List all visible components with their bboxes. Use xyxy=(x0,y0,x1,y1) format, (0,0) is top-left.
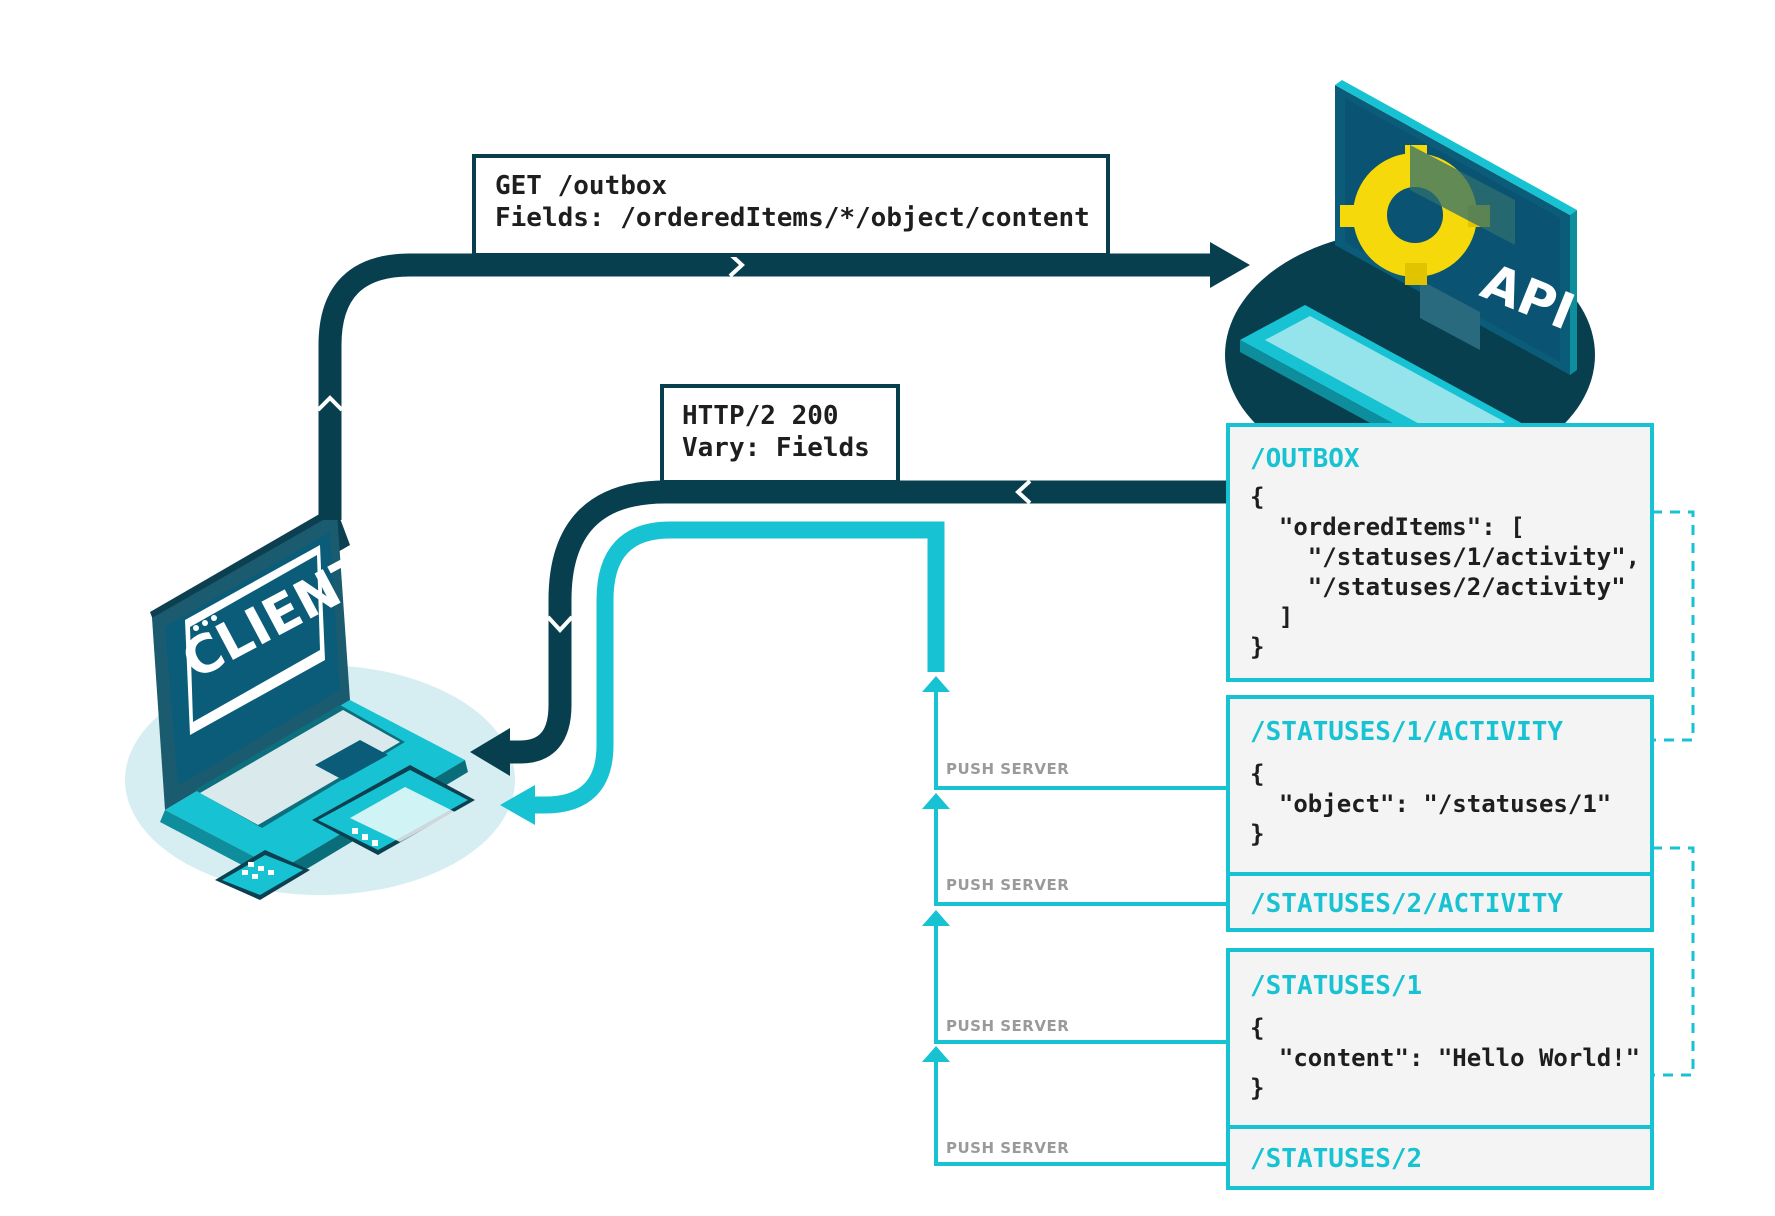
push-server-label-4: PUSH SERVER xyxy=(946,1139,1069,1157)
push-server-label-2: PUSH SERVER xyxy=(946,876,1069,894)
outbox-line-5: ] xyxy=(1250,603,1293,631)
status1-panel: /STATUSES/1 { "content": "Hello World!" … xyxy=(1226,948,1654,1129)
response-vary-line: Vary: Fields xyxy=(682,433,870,463)
outbox-line-6: } xyxy=(1250,633,1264,661)
push-server-label-1: PUSH SERVER xyxy=(946,760,1069,778)
request-box: GET /outbox Fields: /orderedItems/*/obje… xyxy=(472,154,1110,257)
status2-panel: /STATUSES/2 xyxy=(1226,1125,1654,1190)
api-device-group: API xyxy=(1225,80,1595,480)
status1-activity-panel: /STATUSES/1/ACTIVITY { "object": "/statu… xyxy=(1226,695,1654,876)
request-method-line: GET /outbox xyxy=(495,171,667,201)
phone-icon xyxy=(215,850,310,900)
request-fields-line: Fields: /orderedItems/*/object/content xyxy=(495,203,1090,233)
push-path xyxy=(500,521,945,825)
laptop-icon: CLIENT xyxy=(150,505,468,885)
outbox-line-3: "/statuses/1/activity", xyxy=(1250,543,1640,571)
outbox-line-2: "orderedItems": [ xyxy=(1250,513,1525,541)
request-chevron-up xyxy=(316,395,344,412)
status1-activity-line-2: "object": "/statuses/1" xyxy=(1250,790,1611,818)
response-status-line: HTTP/2 200 xyxy=(682,401,839,431)
status1-line-3: } xyxy=(1250,1074,1264,1102)
outbox-line-1: { xyxy=(1250,483,1264,511)
push-server-stems xyxy=(922,676,1228,1166)
status1-activity-line-3: } xyxy=(1250,820,1264,848)
push-arrowhead xyxy=(500,785,535,825)
status2-activity-title: /STATUSES/2/ACTIVITY xyxy=(1250,889,1563,919)
outbox-title: /OUTBOX xyxy=(1250,444,1360,474)
outbox-line-4: "/statuses/2/activity" xyxy=(1250,573,1626,601)
status1-activity-line-1: { xyxy=(1250,760,1264,788)
status1-line-1: { xyxy=(1250,1014,1264,1042)
push-server-label-3: PUSH SERVER xyxy=(946,1017,1069,1035)
outbox-panel: /OUTBOX { "orderedItems": [ "/statuses/1… xyxy=(1226,423,1654,682)
request-path xyxy=(316,242,1250,520)
response-chevron-down xyxy=(546,615,574,633)
response-arrowhead xyxy=(470,728,510,776)
status2-title: /STATUSES/2 xyxy=(1250,1144,1422,1174)
link-brackets xyxy=(1652,510,1695,1077)
activity-to-status-bracket xyxy=(1652,846,1695,1077)
client-device-group: CLIENT xyxy=(125,505,515,900)
request-arrow-line xyxy=(318,253,1215,520)
status2-activity-panel: /STATUSES/2/ACTIVITY xyxy=(1226,872,1654,932)
response-path xyxy=(470,479,1228,776)
response-arrow-line xyxy=(505,480,1228,764)
request-chevron-right xyxy=(728,252,745,278)
outbox-to-activity-bracket xyxy=(1652,510,1695,742)
desktop-computer-icon: API xyxy=(1240,80,1582,472)
request-arrowhead xyxy=(1210,242,1250,288)
status1-title: /STATUSES/1 xyxy=(1250,971,1422,1001)
tablet-icon xyxy=(312,765,475,855)
response-box: HTTP/2 200 Vary: Fields xyxy=(660,384,900,484)
response-chevron-left xyxy=(1015,479,1032,505)
status1-line-2: "content": "Hello World!" xyxy=(1250,1044,1640,1072)
status1-activity-title: /STATUSES/1/ACTIVITY xyxy=(1250,717,1563,747)
resource-panels: /OUTBOX { "orderedItems": [ "/statuses/1… xyxy=(1226,423,1654,1190)
push-arrow-line xyxy=(530,521,945,814)
